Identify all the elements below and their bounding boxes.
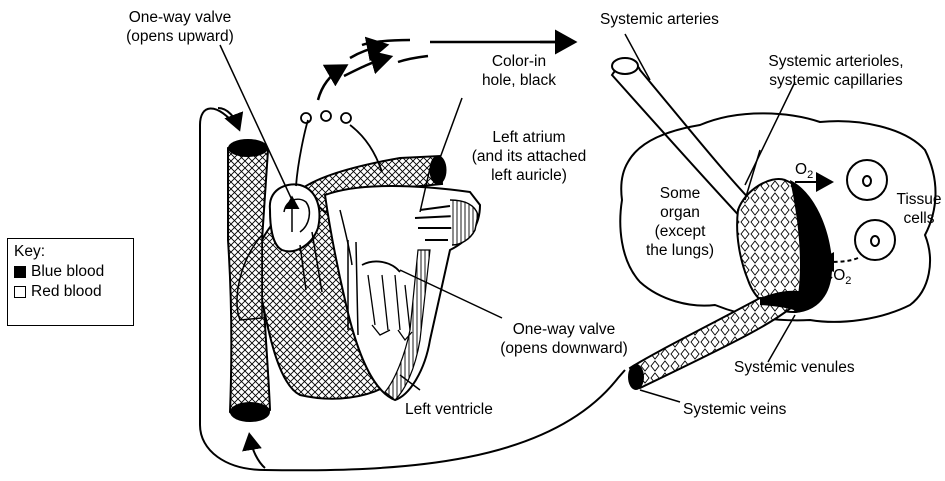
label-line: One-way valve <box>118 8 242 27</box>
label-line: Systemic arterioles, <box>751 52 921 71</box>
label-line: hole, black <box>471 71 567 90</box>
label-systemic-arterioles: Systemic arterioles, systemic capillarie… <box>751 52 921 90</box>
label-tissue-cells: Tissue cells <box>893 190 945 228</box>
label-line: Left atrium <box>461 128 597 147</box>
label-color-in-hole: Color-in hole, black <box>471 52 567 90</box>
label-line: (and its attached <box>461 147 597 166</box>
red-blood-swatch <box>14 286 26 298</box>
label-left-atrium: Left atrium (and its attached left auric… <box>461 128 597 185</box>
label-o2-main: O <box>795 161 807 178</box>
label-line: (opens upward) <box>118 27 242 46</box>
label-left-ventricle: Left ventricle <box>405 400 493 419</box>
label-line: Color-in <box>471 52 567 71</box>
label-line: (except <box>630 222 730 241</box>
label-co2-sub: 2 <box>845 275 851 287</box>
label-some-organ: Some organ (except the lungs) <box>630 184 730 260</box>
label-line: Tissue <box>893 190 945 209</box>
label-line: organ <box>630 203 730 222</box>
label-valve-upward: One-way valve (opens upward) <box>118 8 242 46</box>
label-line: Some <box>630 184 730 203</box>
label-co2-main: CO <box>822 267 845 284</box>
label-line: left auricle) <box>461 166 597 185</box>
key-row-blue: Blue blood <box>14 262 127 282</box>
key-legend: Key: Blue blood Red blood <box>7 238 134 326</box>
key-row-red: Red blood <box>14 282 127 302</box>
capillary-bed <box>737 150 832 313</box>
label-line: (opens downward) <box>498 339 630 358</box>
tissue-cells <box>847 160 895 260</box>
label-line: cells <box>893 209 945 228</box>
label-systemic-veins: Systemic veins <box>683 400 786 419</box>
key-title: Key: <box>14 242 127 262</box>
label-line: One-way valve <box>498 320 630 339</box>
label-systemic-arteries: Systemic arteries <box>600 10 719 29</box>
blue-blood-swatch <box>14 266 26 278</box>
key-red-label: Red blood <box>31 282 102 302</box>
label-valve-downward: One-way valve (opens downward) <box>498 320 630 358</box>
label-systemic-venules: Systemic venules <box>734 358 855 377</box>
key-blue-label: Blue blood <box>31 262 104 282</box>
label-co2: CO2 <box>822 266 851 287</box>
label-o2-sub: 2 <box>807 169 813 181</box>
label-line: systemic capillaries <box>751 71 921 90</box>
label-o2: O2 <box>795 160 813 181</box>
label-line: the lungs) <box>630 241 730 260</box>
